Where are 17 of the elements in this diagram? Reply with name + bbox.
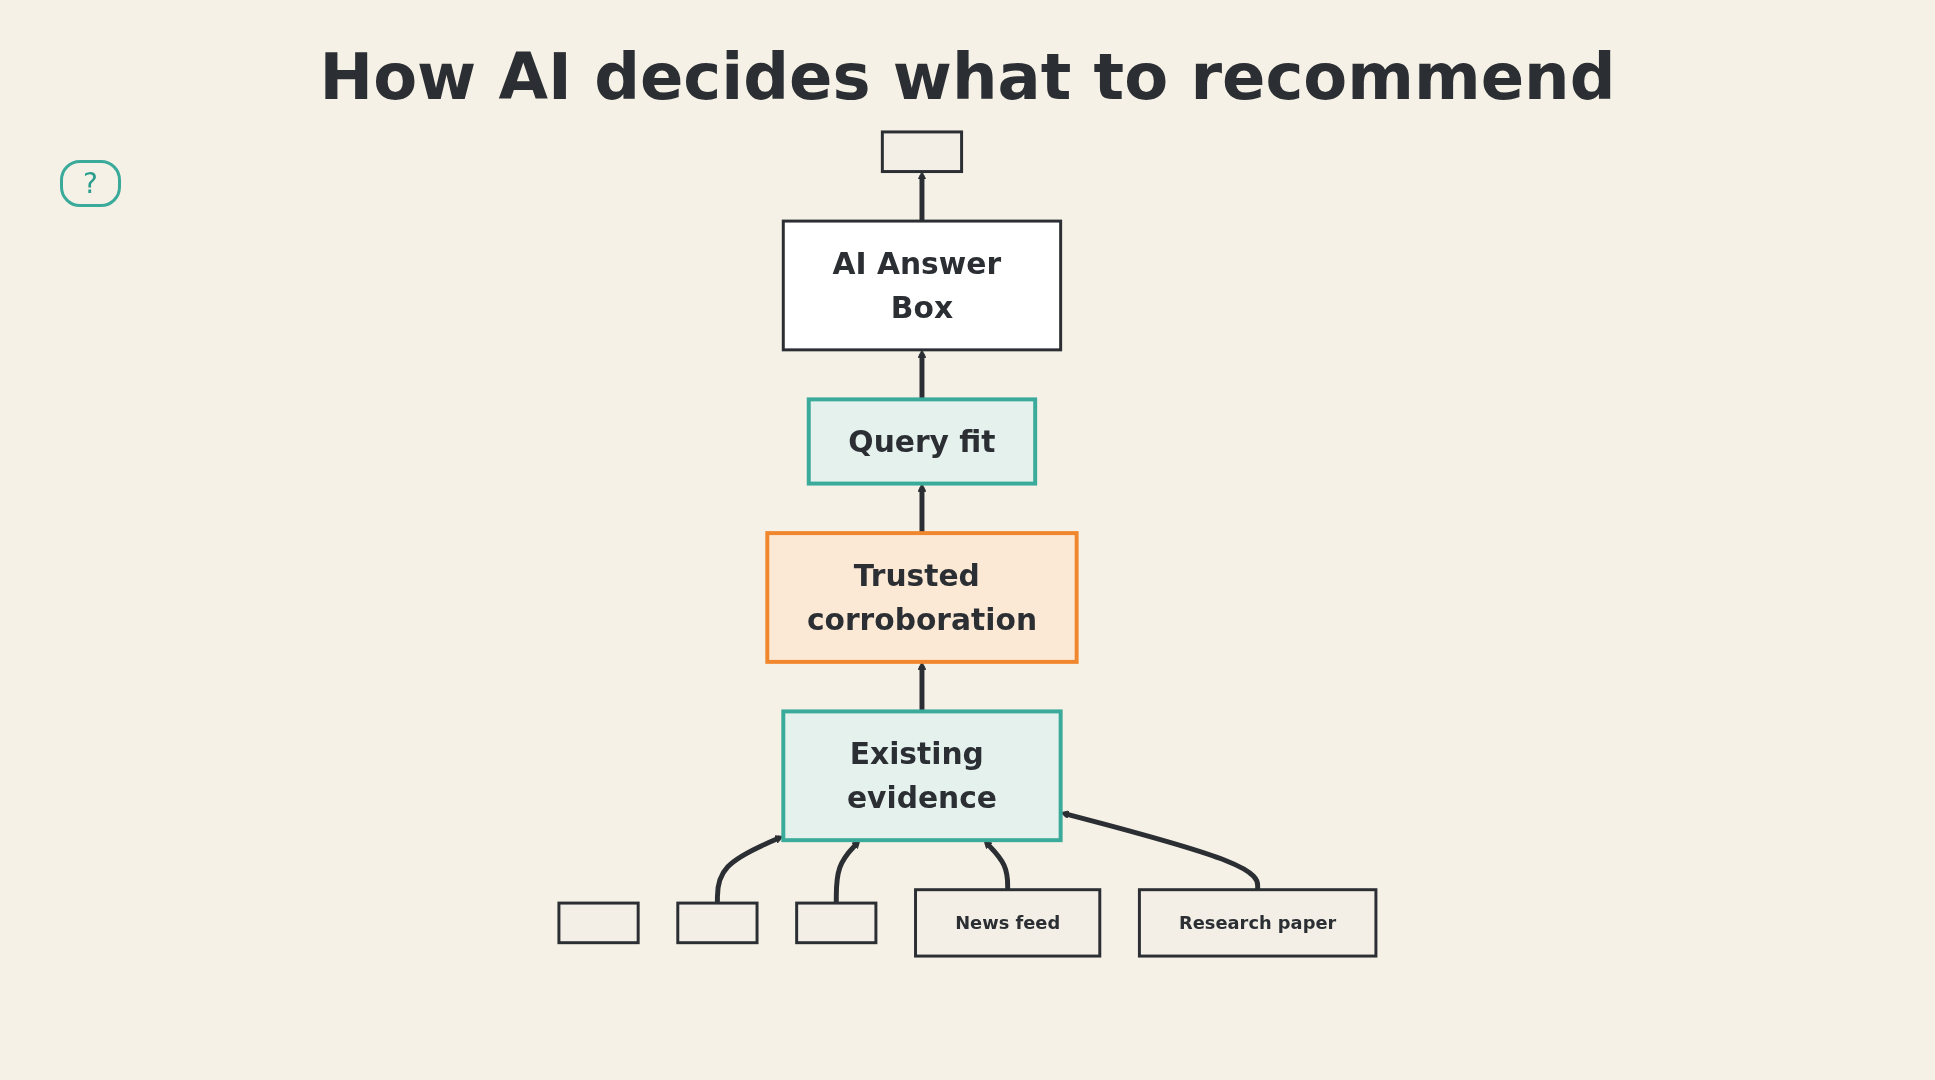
arrow: [917, 661, 927, 712]
node-box: Trusted corroboration: [765, 531, 1079, 664]
search-bar-label: ?: [60, 160, 121, 207]
node-box: Research paper: [1138, 888, 1378, 958]
node-box: Existing evidence: [781, 709, 1063, 843]
node-box: [676, 901, 759, 945]
arrow: [917, 483, 927, 534]
arrow: [917, 349, 927, 400]
diagram-title: How AI decides what to recommend: [318, 40, 1617, 114]
node-box: [880, 130, 964, 174]
node-box: News feed: [914, 888, 1102, 958]
node-box: Query fit: [806, 397, 1038, 486]
node-box: AI Answer Box: [781, 219, 1063, 352]
node-box: [557, 901, 640, 945]
arrow: [917, 171, 927, 222]
arrow: [715, 835, 784, 904]
node-box: [795, 901, 878, 945]
